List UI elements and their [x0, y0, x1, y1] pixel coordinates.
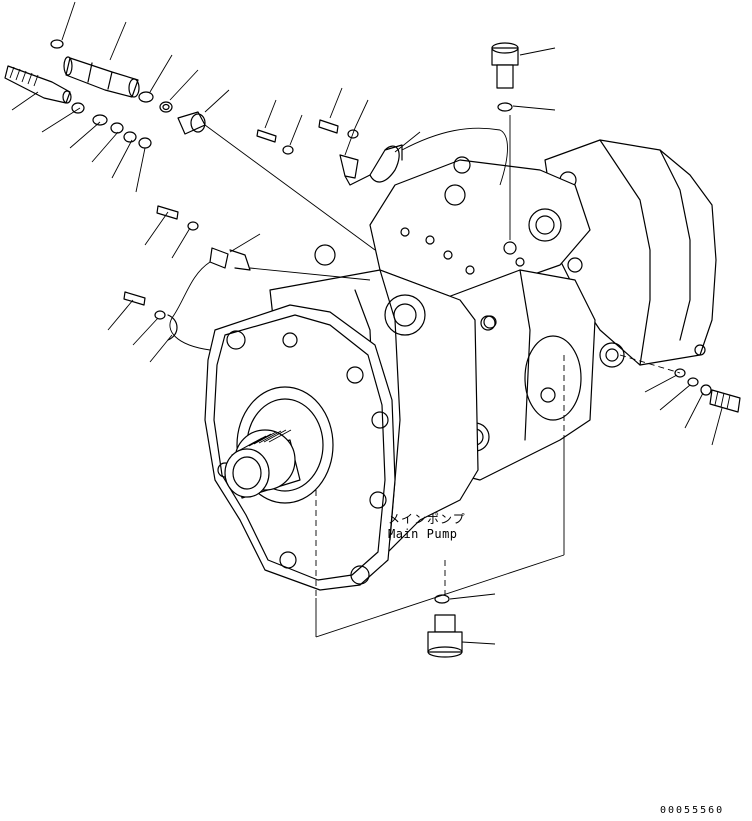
sensor-and-wiring — [123, 205, 371, 351]
assembly-label-english: Main Pump — [388, 527, 458, 541]
main-pump-body — [204, 139, 717, 591]
assembly-label-japanese: メインポンプ — [388, 512, 466, 526]
assembly-guide-lines — [315, 355, 565, 638]
bracket-and-bolts — [256, 115, 511, 240]
leader-lines — [11, 1, 723, 645]
relief-valve-group — [4, 39, 376, 251]
right-fitting-group — [619, 354, 741, 413]
bottom-plug-group — [427, 594, 463, 658]
drawing-number: 00055560 — [660, 805, 725, 816]
top-plug-group — [491, 42, 519, 112]
